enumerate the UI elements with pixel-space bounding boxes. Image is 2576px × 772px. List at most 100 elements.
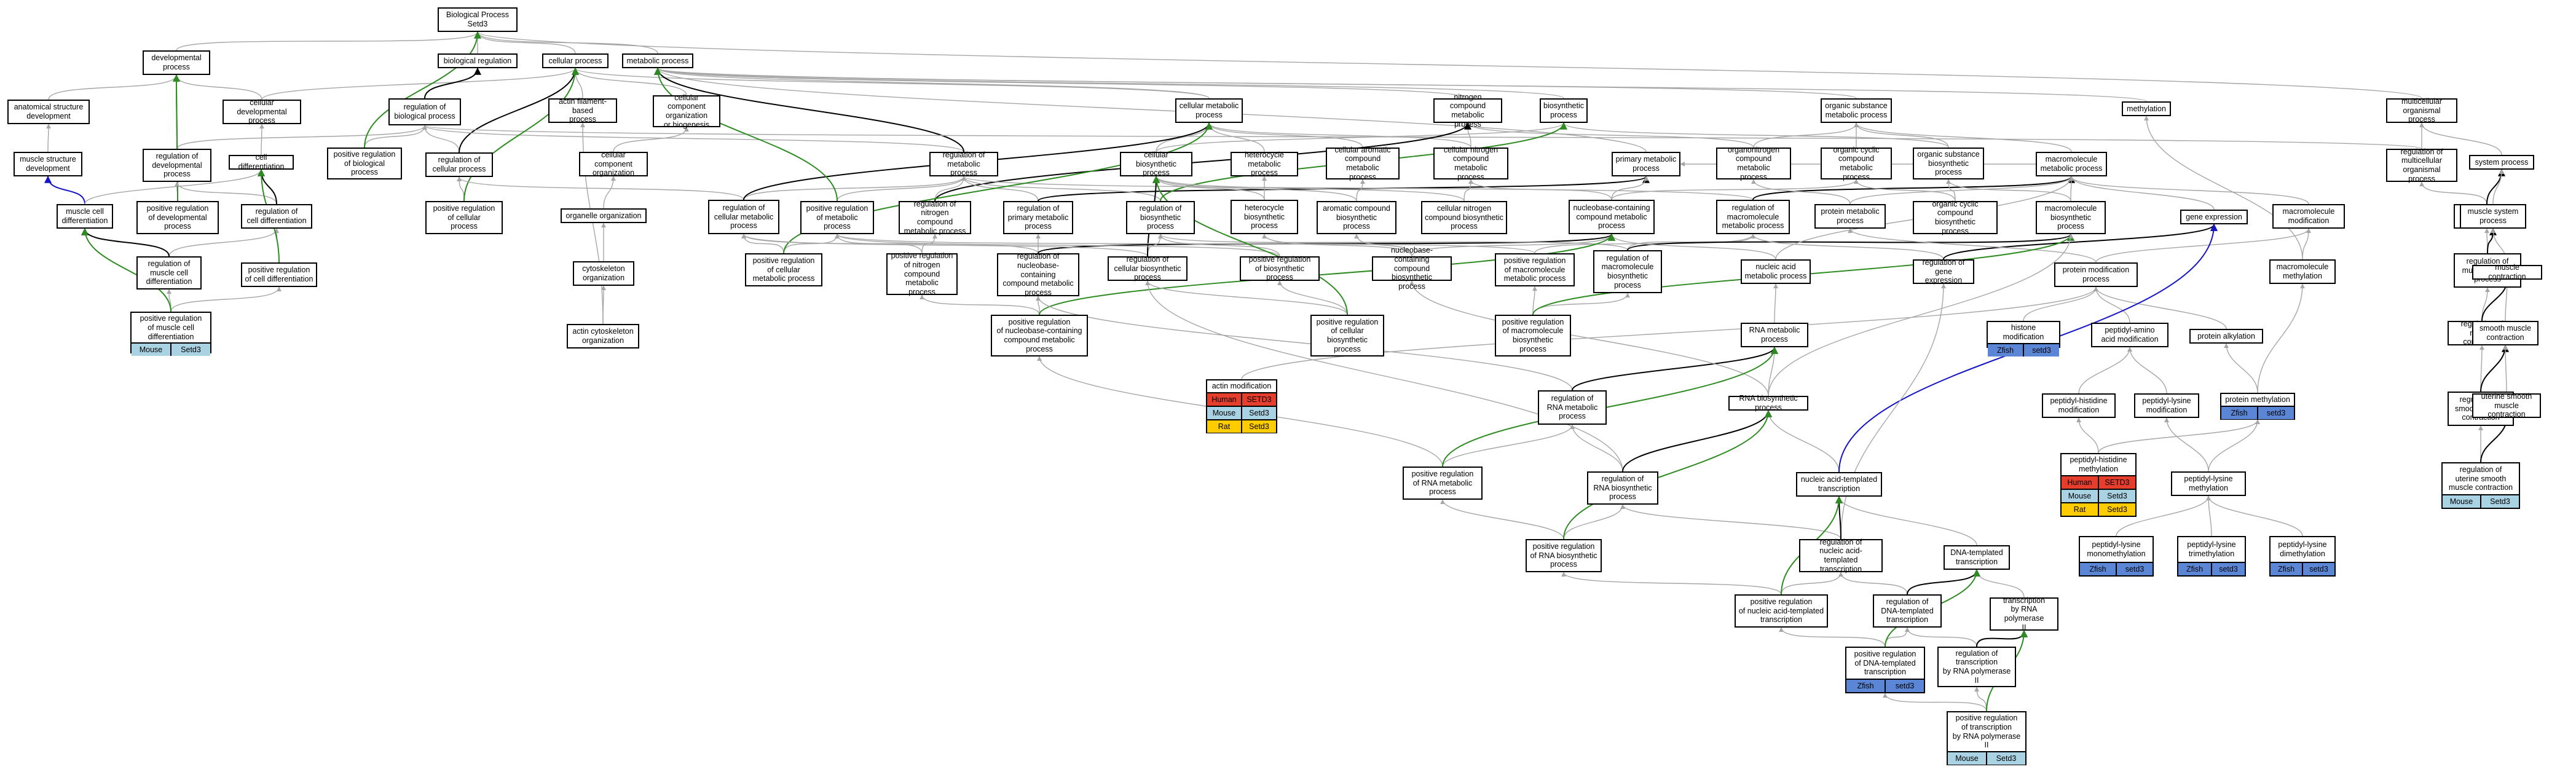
go-term-mmeth[interactable]: macromolecule methylation — [2269, 259, 2336, 284]
go-term-rcp[interactable]: regulation of cellular process — [425, 152, 493, 177]
go-term-palk[interactable]: protein alkylation — [2189, 329, 2263, 344]
go-term-dtt[interactable]: DNA-templated transcription — [1944, 545, 2010, 570]
go-term-phm[interactable]: peptidyl-histidine modification — [2042, 393, 2116, 418]
go-term-rmop[interactable]: regulation of multicellular organismal p… — [2386, 148, 2457, 183]
go-term-rnatt[interactable]: regulation of nucleic acid-templated tra… — [1799, 538, 1883, 573]
go-term-namp[interactable]: nucleic acid metabolic process — [1741, 259, 1811, 284]
go-term-plmeth[interactable]: peptidyl-lysine methylation — [2171, 471, 2246, 496]
go-term-protmp[interactable]: protein metabolic process — [1814, 204, 1886, 229]
go-term-cacmp[interactable]: cellular aromatic compound metabolic pro… — [1326, 146, 1400, 181]
go-term-mcd[interactable]: muscle cell differentiation — [57, 204, 113, 229]
go-term-rnbcmp[interactable]: regulation of nucleobase-containing comp… — [997, 252, 1079, 297]
go-term-rmmp[interactable]: regulation of macromolecule metabolic pr… — [1716, 200, 1790, 234]
go-term-ase[interactable]: anatomical structure development — [7, 100, 90, 124]
go-term-prbp[interactable]: positive regulation of biological proces… — [327, 148, 402, 179]
go-term-plm[interactable]: peptidyl-lysine modification — [2134, 393, 2199, 418]
go-term-rnabp[interactable]: RNA biosynthetic process — [1728, 394, 1808, 412]
go-term-prdtt[interactable]: positive regulation of DNA-templated tra… — [1845, 647, 1925, 693]
go-term-csko[interactable]: cytoskeleton organization — [573, 261, 634, 286]
go-term-oo[interactable]: organelle organization — [561, 208, 647, 223]
go-term-smc[interactable]: smooth muscle contraction — [2472, 321, 2539, 345]
go-term-cbp[interactable]: cellular biosynthetic process — [1120, 151, 1192, 177]
go-term-acso[interactable]: actin cytoskeleton organization — [567, 324, 639, 349]
go-term-prrnabp[interactable]: positive regulation of RNA biosynthetic … — [1526, 539, 1602, 572]
go-term-breg[interactable]: biological regulation — [438, 53, 518, 68]
go-term-cdiff[interactable]: cell differentiation — [229, 153, 294, 171]
go-term-occbp[interactable]: organic cyclic compound biosynthetic pro… — [1913, 200, 1998, 235]
go-term-mmp[interactable]: macromolecule metabolic process — [2036, 152, 2107, 176]
go-term-afbp[interactable]: actin filament-based process — [548, 97, 617, 124]
go-term-natt[interactable]: nucleic acid-templated transcription — [1796, 472, 1882, 497]
go-term-rrnamp[interactable]: regulation of RNA metabolic process — [1538, 390, 1607, 425]
go-term-rcmp[interactable]: regulation of cellular metabolic process — [708, 200, 779, 234]
go-term-rusmc[interactable]: regulation of uterine smooth muscle cont… — [2441, 462, 2520, 509]
go-term-meth[interactable]: methylation — [2122, 101, 2171, 116]
go-term-prbiop[interactable]: positive regulation of biosynthetic proc… — [1240, 255, 1320, 282]
go-term-prnatt[interactable]: positive regulation of nucleic acid-temp… — [1735, 594, 1828, 628]
go-term-acbp[interactable]: aromatic compound biosynthetic process — [1317, 201, 1396, 234]
go-term-rcd[interactable]: regulation of cell differentiation — [241, 204, 312, 229]
go-term-prdp[interactable]: positive regulation of developmental pro… — [136, 201, 219, 234]
go-term-prcbp[interactable]: positive regulation of cellular biosynth… — [1310, 315, 1384, 356]
go-term-mbp[interactable]: macromolecule biosynthetic process — [2036, 201, 2106, 234]
go-term-biop[interactable]: biosynthetic process — [1540, 98, 1588, 123]
go-term-rnamp[interactable]: RNA metabolic process — [1741, 323, 1808, 347]
go-term-nbcmp[interactable]: nucleobase-containing compound metabolic… — [1569, 200, 1655, 234]
go-term-prncmp[interactable]: positive regulation of nitrogen compound… — [886, 251, 958, 296]
go-term-prmmp[interactable]: positive regulation of macromolecule met… — [1495, 253, 1575, 286]
go-term-rdtt[interactable]: regulation of DNA-templated transcriptio… — [1873, 594, 1942, 628]
go-term-nbcbp[interactable]: nucleobase-containing compound biosynthe… — [1372, 246, 1452, 291]
go-term-mc[interactable]: muscle contraction — [2472, 263, 2542, 281]
go-term-hbp[interactable]: heterocycle biosynthetic process — [1231, 200, 1298, 234]
go-term-rbp[interactable]: regulation of biological process — [388, 98, 461, 125]
go-term-rncmp[interactable]: regulation of nitrogen compound metaboli… — [899, 200, 971, 235]
go-term-paam[interactable]: peptidyl-amino acid modification — [2091, 323, 2168, 347]
go-term-msd[interactable]: muscle structure development — [14, 152, 82, 176]
go-term-cco[interactable]: cellular component organization — [579, 151, 648, 177]
go-term-rdp[interactable]: regulation of developmental process — [143, 149, 211, 182]
go-term-mmod[interactable]: macromolecule modification — [2272, 204, 2345, 229]
go-term-rmcd[interactable]: regulation of muscle cell differentiatio… — [136, 256, 202, 290]
go-term-prcp[interactable]: positive regulation of cellular process — [425, 201, 503, 234]
go-term-rcbp[interactable]: regulation of cellular biosynthetic proc… — [1108, 255, 1188, 282]
go-term-cp[interactable]: cellular process — [542, 53, 609, 68]
go-term-pmod[interactable]: protein modification process — [2054, 262, 2138, 287]
go-term-rge[interactable]: regulation of gene expression — [1913, 258, 1974, 285]
go-term-hmp[interactable]: heterocycle metabolic process — [1231, 151, 1298, 177]
go-term-rbiop[interactable]: regulation of biosynthetic process — [1126, 201, 1195, 234]
go-term-cmp[interactable]: cellular metabolic process — [1175, 98, 1243, 123]
go-term-rpmp[interactable]: regulation of primary metabolic process — [1003, 201, 1073, 234]
go-term-sp[interactable]: system process — [2469, 155, 2534, 170]
go-term-osbp[interactable]: organic substance biosynthetic process — [1913, 148, 1984, 179]
go-term-ge[interactable]: gene expression — [2180, 210, 2248, 224]
go-term-cncmp[interactable]: cellular nitrogen compound metabolic pro… — [1433, 146, 1508, 181]
go-term-msp[interactable]: muscle system process — [2460, 204, 2526, 229]
go-term-usmc[interactable]: uterine smooth muscle contraction — [2472, 392, 2541, 419]
go-term-osmp[interactable]: organic substance metabolic process — [1821, 98, 1892, 123]
go-term-prmbp[interactable]: positive regulation of macromolecule bio… — [1495, 315, 1571, 356]
go-term-bp[interactable]: Biological Process Setd3 — [438, 7, 518, 32]
go-term-oncmp[interactable]: organonitrogen compound metabolic proces… — [1716, 146, 1791, 181]
go-term-prcd[interactable]: positive regulation of cell differentiat… — [241, 262, 317, 287]
go-term-cdp[interactable]: cellular developmental process — [223, 98, 301, 125]
go-term-prcmp[interactable]: positive regulation of cellular metaboli… — [745, 253, 822, 286]
go-term-mp[interactable]: metabolic process — [622, 53, 693, 68]
go-term-occmp[interactable]: organic cyclic compound metabolic proces… — [1821, 146, 1892, 181]
go-term-prmp[interactable]: positive regulation of metabolic process — [800, 201, 874, 234]
go-term-prnbcmp[interactable]: positive regulation of nucleobase-contai… — [991, 315, 1088, 356]
go-term-rtrp2[interactable]: regulation of transcription by RNA polym… — [1937, 647, 2016, 687]
go-term-rrnabp[interactable]: regulation of RNA biosynthetic process — [1587, 471, 1658, 505]
go-term-mop[interactable]: multicellular organismal process — [2386, 97, 2457, 124]
go-term-cncbp[interactable]: cellular nitrogen compound biosynthetic … — [1421, 201, 1507, 234]
go-term-ncmp[interactable]: nitrogen compound metabolic process — [1433, 93, 1502, 128]
go-term-rmbp[interactable]: regulation of macromolecule biosynthetic… — [1593, 250, 1662, 293]
go-term-dp[interactable]: developmental process — [143, 50, 210, 75]
go-term-prmcd[interactable]: positive regulation of muscle cell diffe… — [130, 312, 211, 356]
go-term-ccob[interactable]: cellular component organization or bioge… — [653, 93, 720, 129]
